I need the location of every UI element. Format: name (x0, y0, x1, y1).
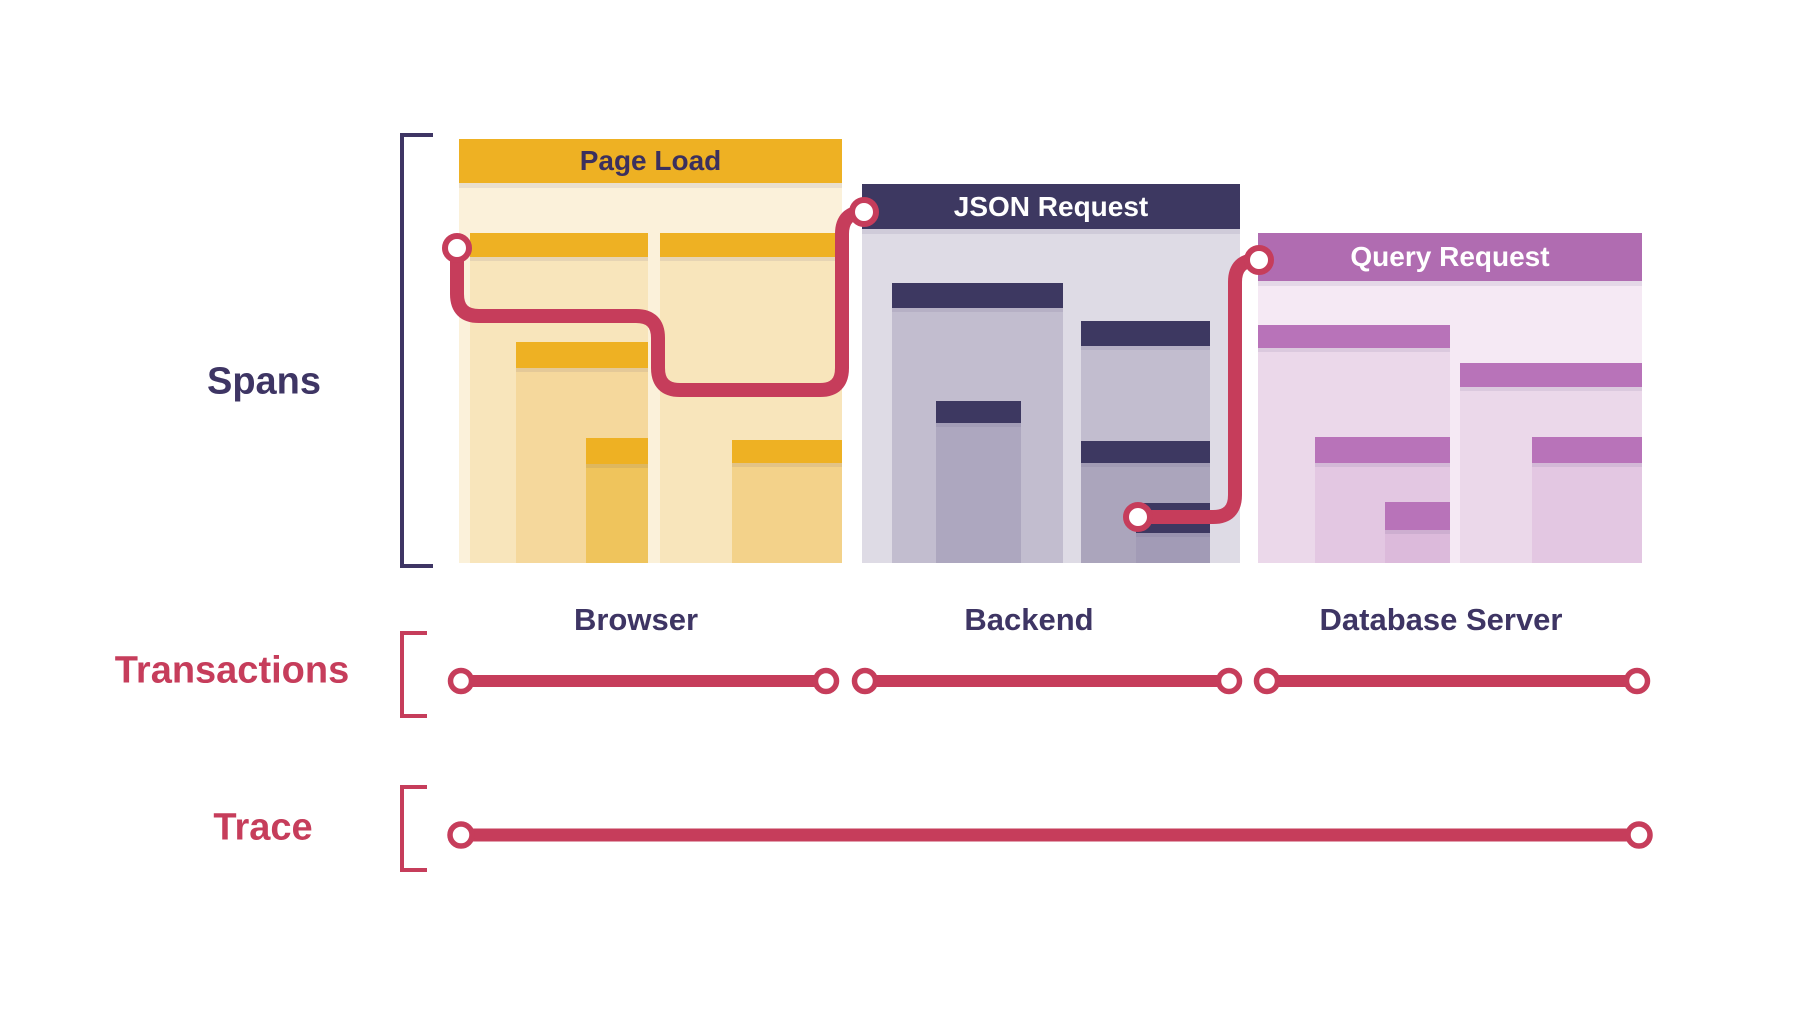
service-label-backend: Backend (964, 602, 1094, 637)
spans-bracket (400, 133, 433, 568)
query-request-span-5 (1532, 437, 1642, 563)
query-request-span-5-header (1532, 437, 1642, 463)
transaction-2-end-dot (1215, 667, 1243, 695)
row-label-spans: Spans (206, 360, 322, 403)
transaction-3-end-dot (1623, 667, 1651, 695)
transaction-1-start-dot (447, 667, 475, 695)
page-load-span-5 (732, 440, 842, 563)
flow-path-2 (1138, 253, 1259, 524)
service-label-database-server: Database Server (1319, 602, 1563, 637)
query-request-span-3-header (1385, 502, 1450, 530)
json-request-header: JSON Request (862, 184, 1240, 229)
trace-end-dot (1625, 821, 1653, 849)
flow-dot-3 (1123, 502, 1153, 532)
flow-path-1 (450, 205, 865, 397)
json-request-span-1-header (892, 283, 1063, 308)
json-request-span-2-header (936, 401, 1021, 423)
query-request-span-2-header (1315, 437, 1450, 463)
row-label-trace: Trace (213, 806, 313, 849)
row-label-transactions: Transactions (114, 649, 350, 692)
page-load-span-2-header (516, 342, 648, 368)
transaction-3-start-dot (1253, 667, 1281, 695)
query-request-span-3 (1385, 502, 1450, 563)
page-load-span-5-header (732, 440, 842, 463)
flow-dot-2 (849, 197, 879, 227)
page-load-header: Page Load (459, 139, 842, 183)
page-load-span-4-header (660, 233, 842, 257)
query-request-header: Query Request (1258, 233, 1642, 281)
page-load-span-3-header (586, 438, 648, 464)
transactions-bracket (400, 631, 427, 718)
transaction-2-start-dot (851, 667, 879, 695)
trace-bracket (400, 785, 427, 872)
flow-dot-1 (442, 233, 472, 263)
query-request-span-1-header (1258, 325, 1450, 348)
json-request-span-2 (936, 401, 1021, 563)
page-load-span-3 (586, 438, 648, 563)
query-request-span-4-header (1460, 363, 1642, 387)
json-request-span-3-header (1081, 321, 1210, 346)
flow-dot-4 (1244, 245, 1274, 275)
json-request-span-4-header (1081, 441, 1210, 463)
page-load-span-1-header (470, 233, 648, 257)
transaction-1-end-dot (812, 667, 840, 695)
service-label-browser: Browser (573, 602, 699, 637)
trace-start-dot (447, 821, 475, 849)
